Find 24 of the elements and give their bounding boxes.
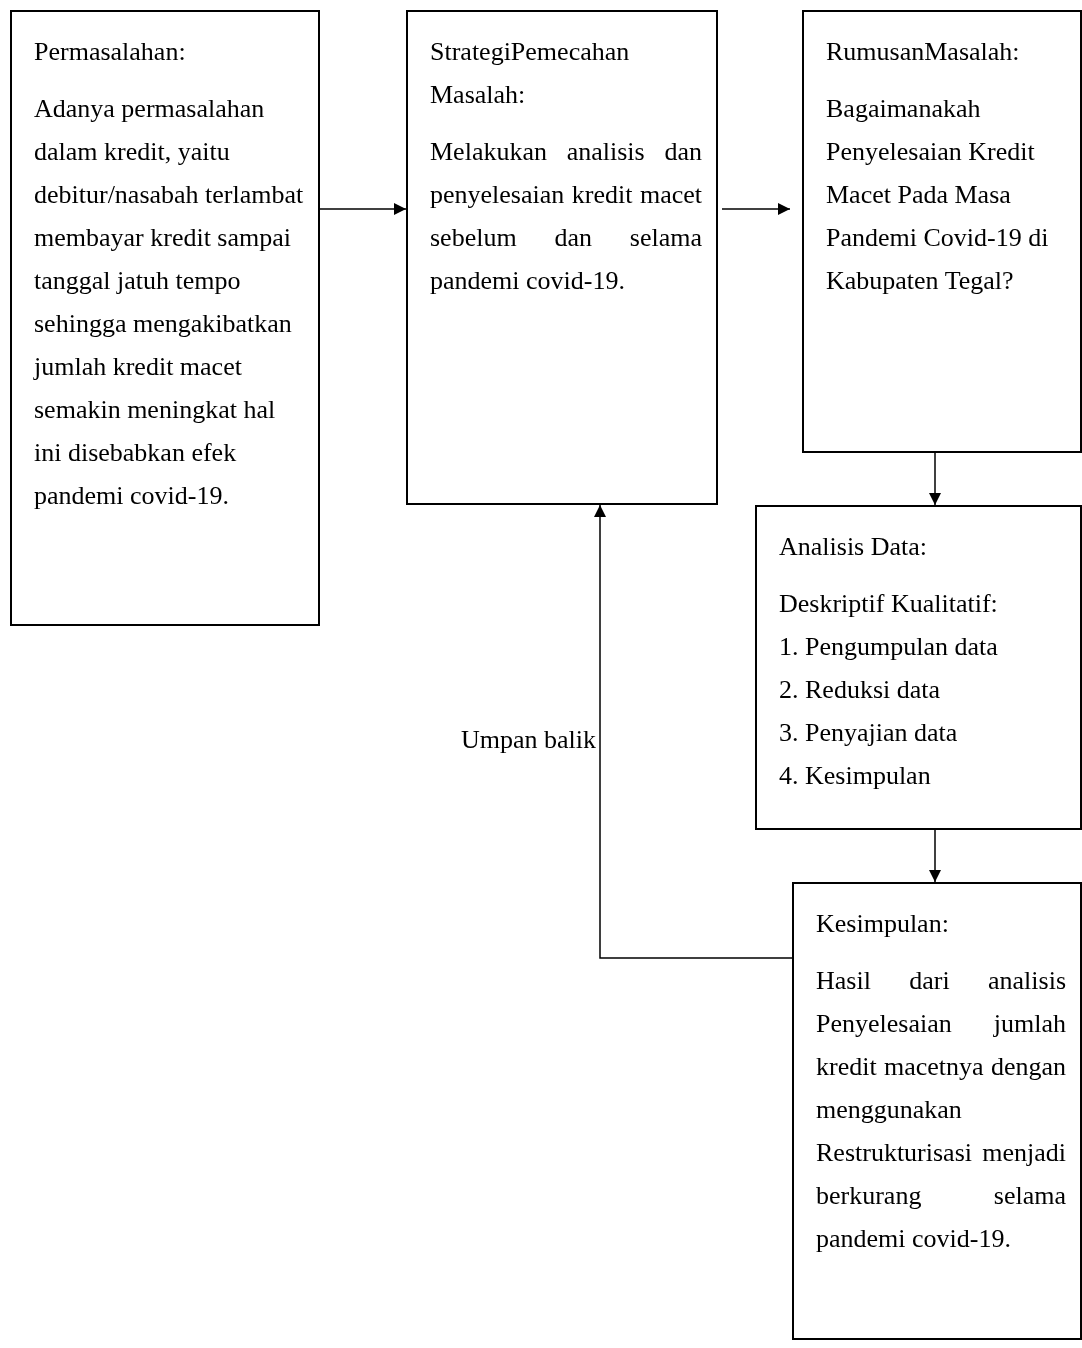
arrow — [594, 504, 793, 959]
box-heading: StrategiPemecahan Masalah: — [430, 36, 631, 111]
box-text: Bagaimanakah Penyelesaian Kredit Macet Pada Masa Pandemi Covid-19 di Kabupaten Tegal? — [826, 93, 1050, 297]
arrow — [929, 452, 941, 506]
arrow — [319, 203, 407, 215]
box-text: 3. Penyajian data — [779, 717, 959, 749]
text-box — [10, 10, 320, 626]
box-text: Adanya permasalahan dalam kredit, yaitu debitur/nasabah terlambat membayar kredit sampai tanggal jatuh tempo sehingga mengakibatkan jumlah kredit macet semakin meningkat hal ini disebabkan efek pandemi covid-19. — [34, 93, 304, 512]
box-heading: RumusanMasalah: — [826, 36, 1021, 68]
box-heading: Analisis Data: — [779, 531, 929, 563]
box-text: Hasil dari analisis Penyelesaian jumlah kredit macetnya dengan menggunakan Restrukturisasi menjadi berkurang selama pandemi covid-19. — [816, 965, 1066, 1255]
box-text: Deskriptif Kualitatif: — [779, 588, 999, 620]
box-text: 2. Reduksi data — [779, 674, 942, 706]
box-text: Melakukan analisis dan penyelesaian kredit macet sebelum dan selama pandemi covid-19. — [430, 136, 702, 297]
text-box — [755, 505, 1082, 830]
box-text: 1. Pengumpulan data — [779, 631, 999, 663]
text-box — [792, 882, 1082, 1340]
text-box — [802, 10, 1082, 453]
text-box — [406, 10, 718, 505]
arrow — [929, 829, 941, 883]
box-text: 4. Kesimpulan — [779, 760, 932, 792]
box-heading: Kesimpulan: — [816, 908, 950, 940]
box-heading: Permasalahan: — [34, 36, 187, 68]
arrow — [721, 203, 791, 215]
